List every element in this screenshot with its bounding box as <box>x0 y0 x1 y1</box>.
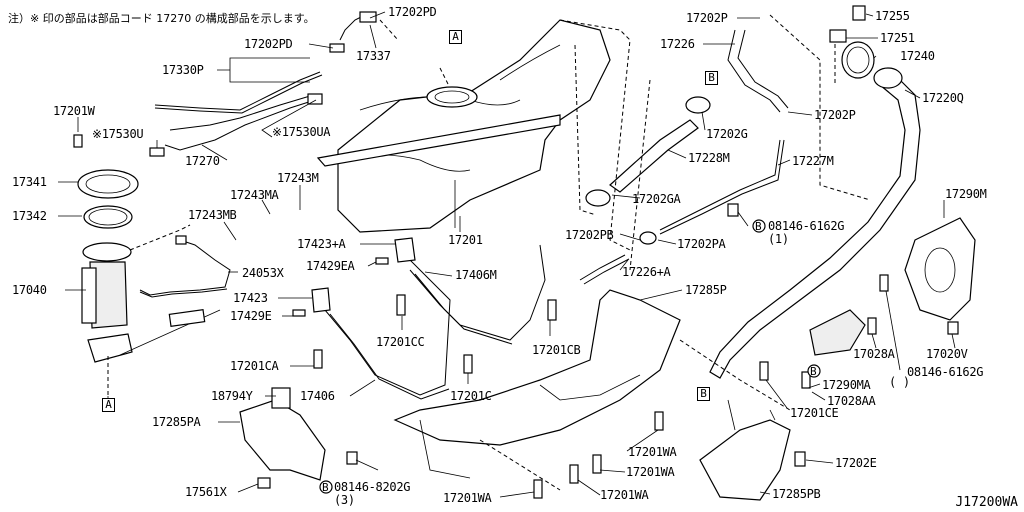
part-label-17220q: 17220Q <box>922 91 964 105</box>
part-label-17202pb: 17202PB <box>565 228 614 242</box>
diagram-code: J17200WA <box>955 495 1018 510</box>
part-label-17201: 17201 <box>448 233 483 247</box>
part-label-17040: 17040 <box>12 283 47 297</box>
bracket-17285pa <box>239 387 326 481</box>
part-label-17337: 17337 <box>356 49 391 63</box>
part-label-17243m: 17243M <box>277 171 319 185</box>
part-label-17561x: 17561X <box>185 485 227 499</box>
part-label-08146-6162g: 08146-6162G <box>768 219 845 233</box>
part-label-17201w: 17201W <box>53 104 95 118</box>
part-label-17202p: 17202P <box>686 11 728 25</box>
part-label-17290m: 17290M <box>945 187 987 201</box>
part-label-qty-3: (3) <box>334 493 355 507</box>
ref-box-b-top: B <box>705 71 718 85</box>
part-label-18794y: 18794Y <box>211 389 253 403</box>
shield-17290m <box>809 217 976 356</box>
part-label-17201wa-4: 17201WA <box>600 488 649 502</box>
part-label-17429ea: 17429EA <box>306 259 355 273</box>
ref-box-b-bottom: B <box>697 387 710 401</box>
protector-17285pb <box>699 399 791 501</box>
part-label-17270: 17270 <box>185 154 220 168</box>
part-label-17202pd-2: 17202PD <box>244 37 293 51</box>
circled-b-letter: B <box>810 365 817 378</box>
part-label-17202p-2: 17202P <box>814 108 856 122</box>
part-label-17341: 17341 <box>12 175 47 189</box>
part-label-08146-8202g: 08146-8202G <box>334 480 411 494</box>
harness-24053x <box>139 235 231 298</box>
part-label-17202e: 17202E <box>835 456 877 470</box>
ref-box-a-bottom: A <box>102 398 115 412</box>
part-label-17429e: 17429E <box>230 309 272 323</box>
fuel-pump-module <box>77 169 221 363</box>
part-label-17251: 17251 <box>880 31 915 45</box>
part-label-17406m: 17406M <box>455 268 497 282</box>
part-label-17202ga: 17202GA <box>632 192 681 206</box>
part-label-17201wa-2: 17201WA <box>626 465 675 479</box>
part-label-qty-1: (1) <box>768 232 789 246</box>
part-label-17423: 17423 <box>233 291 268 305</box>
part-label-17240: 17240 <box>900 49 935 63</box>
part-label-17202pa: 17202PA <box>677 237 726 251</box>
leader-lines <box>58 11 956 498</box>
footnote: 注）※ 印の部品は部品コード 17270 の構成部品を示します。 <box>8 12 315 25</box>
part-label-17285pa: 17285PA <box>152 415 201 429</box>
part-label-17530u: ※17530U <box>92 127 144 141</box>
part-label-17227m: 17227M <box>792 154 834 168</box>
part-label-17201cb: 17201CB <box>532 343 581 357</box>
filler-hoses <box>579 29 789 285</box>
circled-b-letter: B <box>322 481 329 494</box>
circled-b-letter: B <box>755 220 762 233</box>
part-label-17406: 17406 <box>300 389 335 403</box>
part-label-17201ce: 17201CE <box>790 406 839 420</box>
part-label-qty-blank: ( ) <box>889 375 910 389</box>
part-label-17285pb: 17285PB <box>772 487 821 501</box>
part-label-17285p: 17285P <box>685 283 727 297</box>
tank-straps <box>311 237 546 400</box>
part-label-24053x: 24053X <box>242 266 284 280</box>
part-label-17202pd: 17202PD <box>388 5 437 19</box>
part-label-17342: 17342 <box>12 209 47 223</box>
filler-tube-assembly <box>709 5 921 379</box>
part-label-17255: 17255 <box>875 9 910 23</box>
part-label-17028a: 17028A <box>853 347 895 361</box>
part-label-17201wa-1: 17201WA <box>628 445 677 459</box>
part-label-17226a: 17226+A <box>622 265 671 279</box>
circled-b-symbols <box>319 219 821 494</box>
vent-tube-assembly <box>149 11 377 157</box>
part-label-17201c: 17201C <box>450 389 492 403</box>
dashed-relation-lines <box>107 14 871 491</box>
part-label-17243mb: 17243MB <box>188 208 237 222</box>
part-label-17423a: 17423+A <box>297 237 346 251</box>
ref-box-a-top: A <box>449 30 462 44</box>
part-label-17202g: 17202G <box>706 127 748 141</box>
fuel-tank <box>316 19 611 233</box>
part-label-08146-6162g-2: 08146-6162G <box>907 365 984 379</box>
part-label-17020v: 17020V <box>926 347 968 361</box>
part-label-17530ua: ※17530UA <box>272 125 331 139</box>
part-label-17228m: 17228M <box>688 151 730 165</box>
part-label-17201wa-3: 17201WA <box>443 491 492 505</box>
part-label-17243ma: 17243MA <box>230 188 279 202</box>
part-label-17201cc: 17201CC <box>376 335 425 349</box>
part-label-17330p: 17330P <box>162 63 204 77</box>
part-label-17201ca: 17201CA <box>230 359 279 373</box>
bolts <box>73 134 959 499</box>
part-label-17290ma: 17290MA <box>822 378 871 392</box>
part-label-17028aa: 17028AA <box>827 394 876 408</box>
part-label-17226: 17226 <box>660 37 695 51</box>
